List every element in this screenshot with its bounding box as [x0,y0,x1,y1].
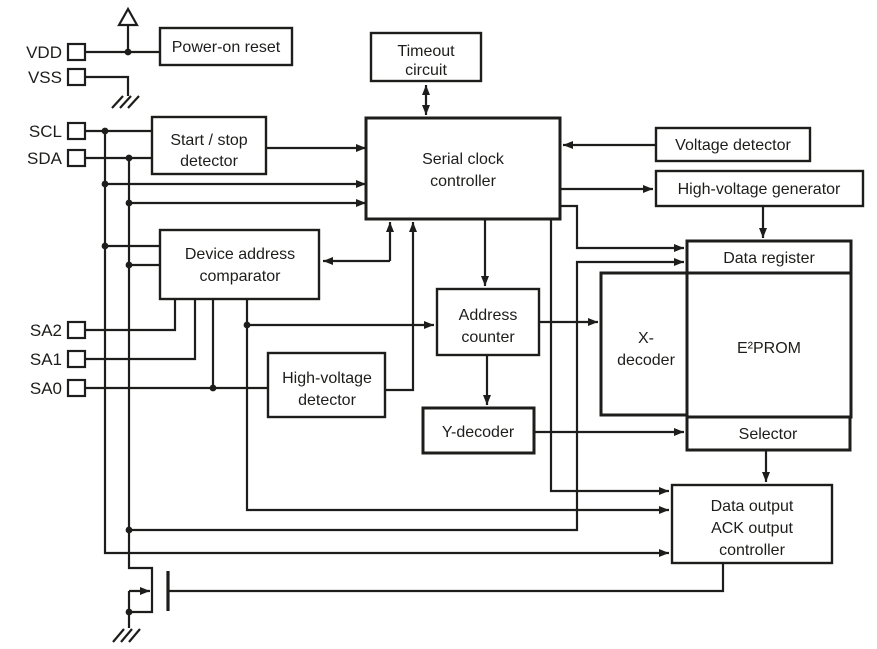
block-start-stop-detector: Start / stop detector [150,115,268,176]
block-power-on-reset: Power-on reset [158,26,294,67]
block-data-register: Data register [685,239,853,275]
wire-sa2-to-comparator [85,299,177,332]
high-voltage-detector-label-2: detector [298,392,356,409]
data-register-label: Data register [723,250,815,267]
block-timeout-circuit: Timeout circuit [369,31,483,83]
y-decoder-label: Y-decoder [442,424,515,441]
high-voltage-generator-label: High-voltage generator [678,181,841,198]
data-output-controller-label-3: controller [719,542,785,559]
sa1-pin-label: SA1 [30,350,62,369]
sa0-pin-label: SA0 [30,379,62,398]
block-high-voltage-generator: High-voltage generator [654,169,865,208]
wire-sa1-to-comparator [85,299,197,361]
block-eeprom: E²PROM [685,271,853,419]
ground-icon-bottom [112,628,141,643]
sa2-pin [66,320,87,340]
high-voltage-detector-label-1: High-voltage [282,370,372,387]
voltage-detector-label: Voltage detector [675,137,791,154]
wire-scc-to-data-register [560,204,684,252]
block-y-decoder: Y-decoder [421,406,536,455]
signal-arrows [103,85,770,557]
timeout-circuit-label-1: Timeout [397,43,455,60]
ground-icon-top [111,95,140,109]
device-address-comparator-label-1: Device address [185,246,295,263]
device-address-comparator-label-2: comparator [200,268,282,285]
timeout-circuit-label-2: circuit [405,62,447,79]
block-high-voltage-detector: High-voltage detector [266,351,387,419]
data-output-controller-label-2: ACK output [711,520,793,537]
selector-label: Selector [739,426,798,443]
block-data-output-controller: Data output ACK output controller [670,483,834,565]
serial-clock-controller-label-2: controller [430,173,496,190]
sda-output-transistor [112,563,725,643]
block-serial-clock-controller: Serial clock controller [364,116,562,221]
scl-pin [66,121,87,141]
wire-controller-to-gate [168,563,725,593]
power-on-reset-label: Power-on reset [172,39,281,56]
vdd-pin [66,42,87,62]
address-counter-label-2: counter [461,329,515,346]
wire-hv-detector-to-scc [385,222,417,392]
wire-comparator-to-output-controller [245,299,669,514]
block-selector: Selector [685,415,852,452]
wire-sda-bus-to-transistor [127,158,154,628]
x-decoder-label-1: X- [638,330,654,347]
vss-pin-label: VSS [28,68,62,87]
x-decoder-label-2: decoder [617,352,675,369]
sa2-pin-label: SA2 [30,321,62,340]
wire-scc-to-output-controller [549,219,669,495]
block-device-address-comparator: Device address comparator [158,228,321,301]
eeprom-label: E²PROM [737,340,801,357]
pins: VDD VSS SCL SDA SA2 SA1 SA0 [26,42,87,398]
block-x-decoder: X- decoder [599,271,692,417]
sda-pin [66,148,87,168]
scl-pin-label: SCL [29,122,62,141]
sa1-pin [66,349,87,369]
sda-pin-label: SDA [27,149,63,168]
start-stop-detector-label-1: Start / stop [170,132,247,149]
power-rail-wires [85,6,160,109]
wire-sda-to-data-register [129,258,684,532]
address-counter-label-1: Address [459,307,518,324]
vdd-pin-label: VDD [26,43,62,62]
wire-scl-to-output-controller [103,131,669,557]
serial-clock-controller-label-1: Serial clock [422,151,505,168]
junction-dots [101,48,251,616]
sa0-pin [66,378,87,398]
block-address-counter: Address counter [435,287,541,357]
vdd-triangle-icon [117,6,139,27]
vss-pin [66,67,87,87]
data-output-controller-label-1: Data output [711,498,794,515]
start-stop-detector-label-2: detector [180,153,238,170]
block-voltage-detector: Voltage detector [654,126,812,163]
wire-vss-to-ground [85,75,130,96]
